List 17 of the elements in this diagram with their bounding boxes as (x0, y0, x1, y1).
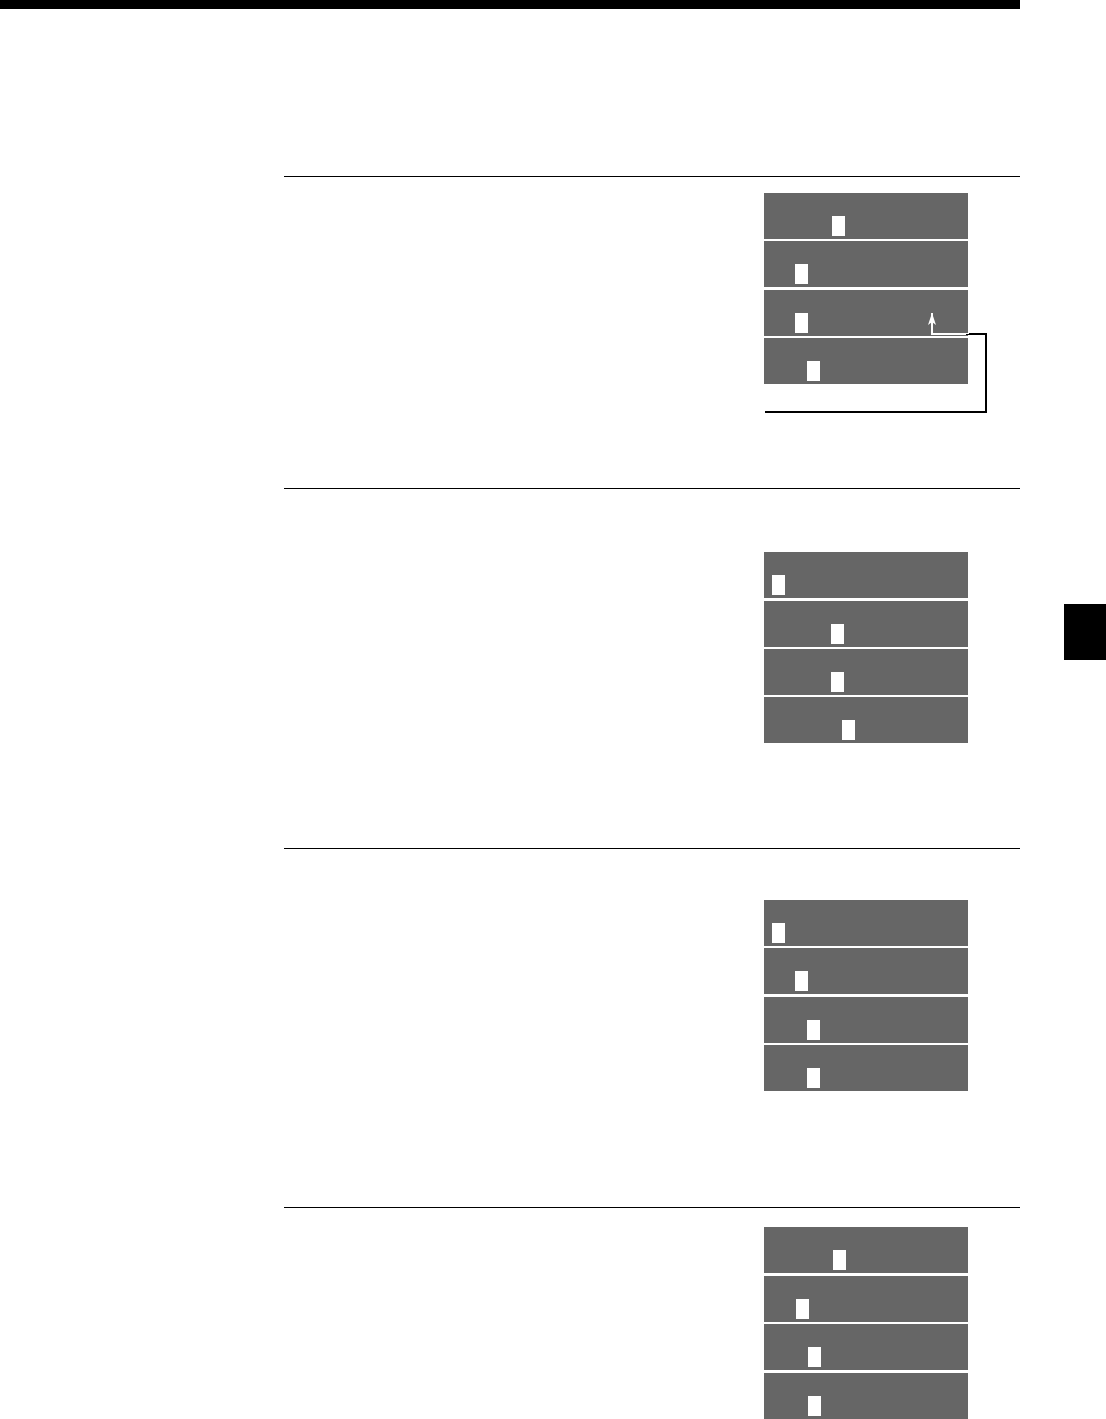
display-panel (764, 193, 968, 239)
display-panel (764, 649, 968, 695)
display-panel (764, 997, 968, 1043)
display-panel (764, 1045, 968, 1091)
display-panel (764, 1324, 968, 1370)
display-panel (764, 552, 968, 598)
loop-arrow (764, 312, 987, 413)
display-panel (764, 1227, 968, 1273)
display-panel (764, 1276, 968, 1322)
display-panel (764, 900, 968, 946)
display-panel (764, 697, 968, 743)
display-panel (764, 601, 968, 647)
display-panel (764, 1373, 968, 1419)
display-panel (764, 241, 968, 287)
display-panel (764, 948, 968, 994)
display-panel (764, 290, 968, 336)
display-panel (764, 338, 968, 384)
